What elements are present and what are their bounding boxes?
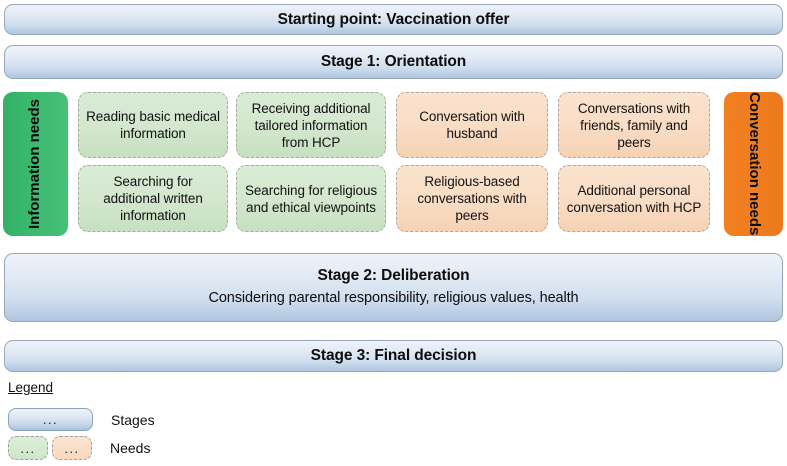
stage-2-title: Stage 2: Deliberation <box>317 267 470 285</box>
need-box-information-1: Reading basic medical information <box>78 92 228 158</box>
legend-swatch-conversation-need: ... <box>52 436 92 460</box>
stage-3-title: Stage 3: Final decision <box>310 347 477 365</box>
need-box-information-2: Receiving additional tailored informatio… <box>236 92 386 158</box>
legend-label-stages: Stages <box>111 411 155 428</box>
need-box-conversation-3: Religious-based conversations with peers <box>396 165 548 232</box>
legend-title: Legend <box>8 380 54 395</box>
legend-row-needs: ... ... Needs <box>8 436 150 460</box>
stage-1-orientation: Stage 1: Orientation <box>4 45 783 79</box>
legend-label-needs: Needs <box>110 440 151 456</box>
need-box-conversation-1: Conversation with husband <box>396 92 548 158</box>
need-box-information-3: Searching for additional written informa… <box>78 165 228 232</box>
category-label-information-needs: Information needs <box>3 92 68 236</box>
legend-row-stages: ... Stages <box>8 408 155 431</box>
need-box-conversation-4: Additional personal conversation with HC… <box>558 165 710 232</box>
legend-swatch-conversation-need-dots: ... <box>64 440 80 456</box>
category-label-information-needs-text: Information needs <box>26 98 44 229</box>
stage-2-subtitle: Considering parental responsibility, rel… <box>208 290 579 307</box>
legend-swatch-stage: ... <box>8 408 93 431</box>
stage-3-final-decision: Stage 3: Final decision <box>4 340 783 372</box>
legend-swatch-information-need: ... <box>8 436 48 460</box>
stage-starting-point-title: Starting point: Vaccination offer <box>277 10 510 28</box>
stage-2-deliberation: Stage 2: Deliberation Considering parent… <box>4 253 783 322</box>
stage-starting-point: Starting point: Vaccination offer <box>4 4 783 35</box>
need-box-conversation-2: Conversations with friends, family and p… <box>558 92 710 158</box>
category-label-conversation-needs: Conversation needs <box>724 92 783 236</box>
category-label-conversation-needs-text: Conversation needs <box>745 92 763 236</box>
legend-swatch-stage-dots: ... <box>42 412 59 427</box>
need-box-information-4: Searching for religious and ethical view… <box>236 165 386 232</box>
legend: Legend ... Stages ... ... Needs <box>6 381 286 465</box>
stage-1-title: Stage 1: Orientation <box>320 53 467 71</box>
legend-swatch-information-need-dots: ... <box>20 440 36 456</box>
